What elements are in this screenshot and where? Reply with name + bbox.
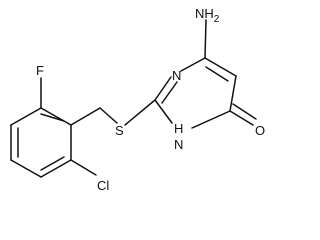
bond-c6-n1 (180, 57, 206, 72)
structure-diagram: NH2 N S H N O F Cl (10, 6, 265, 193)
bond-benz-cl (70, 159, 97, 176)
bond-n1-c2-double-b (161, 81, 178, 104)
atom-nh2: NH2 (195, 6, 220, 25)
bond-c4-c5 (229, 75, 237, 112)
atom-cl: Cl (97, 178, 109, 193)
bonds (10, 19, 257, 178)
atom-o: O (255, 123, 265, 138)
bond-ch2-ring (70, 107, 101, 126)
bond-c4-o-a (229, 110, 254, 126)
bond-n1-c2-double-a (154, 76, 172, 101)
bond-c4-o-b (232, 103, 257, 120)
bond-c2-s (124, 99, 156, 126)
bond-benz-2 (10, 107, 42, 126)
atom-n-top: N (172, 68, 181, 83)
atom-f: F (36, 63, 44, 78)
bond-c5-c6-double-b (205, 66, 229, 82)
bond-c2-n3 (154, 99, 173, 124)
atom-n-ring-low: N (174, 137, 183, 152)
bond-benz-1 (40, 107, 72, 126)
bond-c6-nh2 (204, 19, 207, 59)
atom-labels: NH2 N S H N O F Cl (36, 6, 265, 193)
atom-s: S (115, 123, 124, 138)
bond-benz-4 (10, 159, 42, 178)
atom-nh-h: H (174, 121, 183, 136)
bond-n3-c4 (191, 110, 231, 129)
bond-benz-5 (40, 159, 72, 178)
bond-benz-5-inner (40, 156, 65, 171)
bond-benz-1-inner (40, 113, 65, 122)
bond-s-ch2 (99, 107, 118, 124)
bond-c5-c6-double-a (204, 57, 237, 77)
